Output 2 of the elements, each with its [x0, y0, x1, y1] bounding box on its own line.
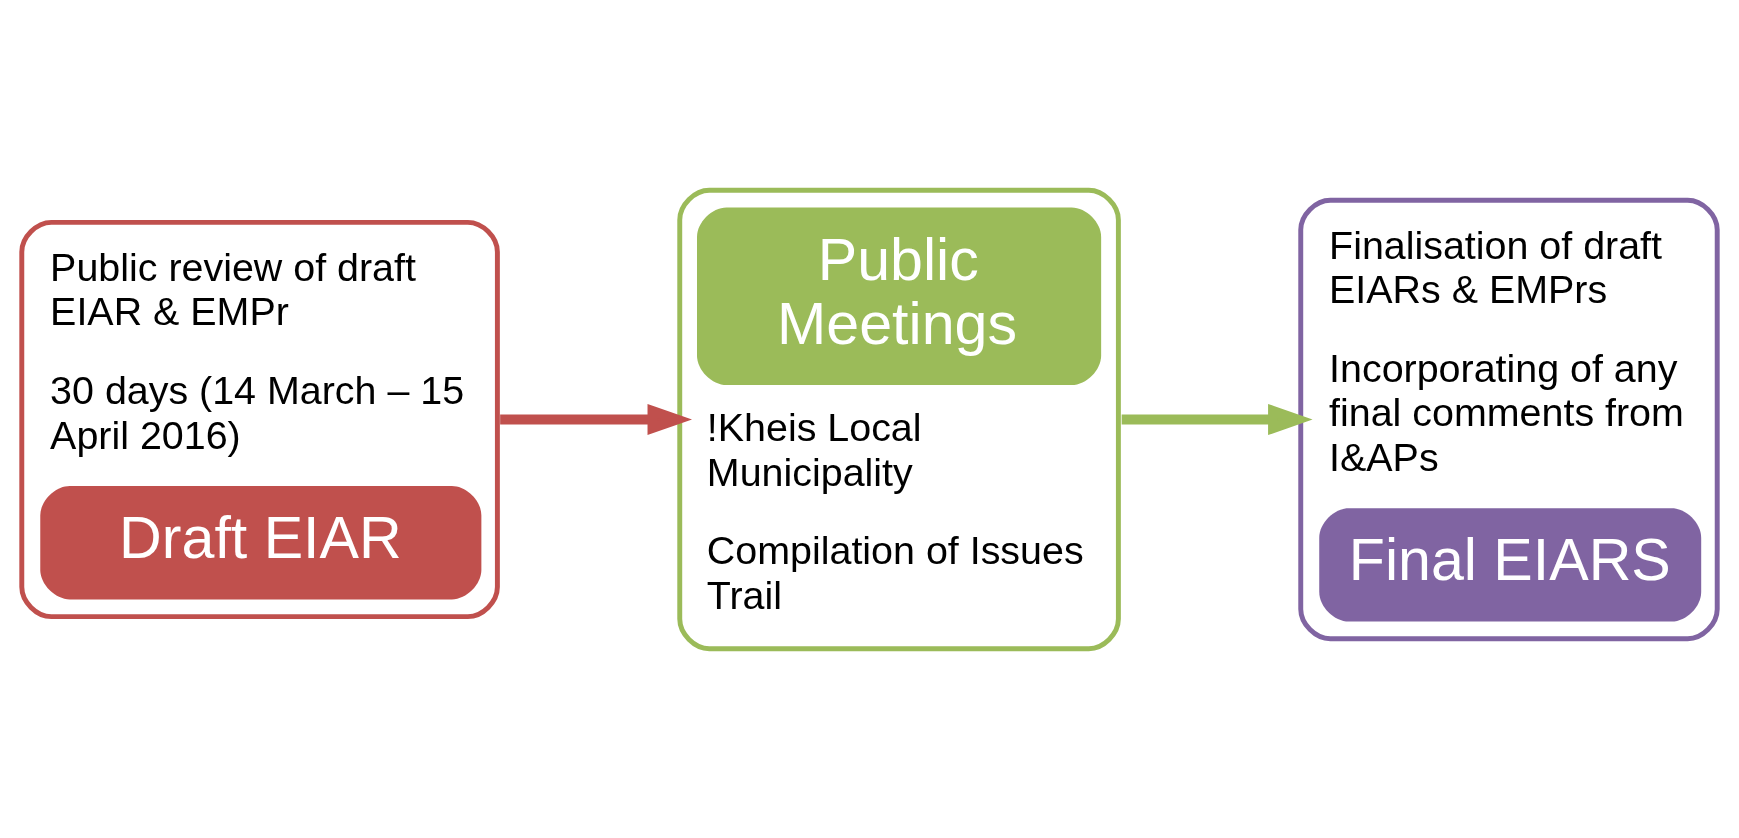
arrow [500, 403, 692, 435]
arrow [1121, 403, 1313, 435]
